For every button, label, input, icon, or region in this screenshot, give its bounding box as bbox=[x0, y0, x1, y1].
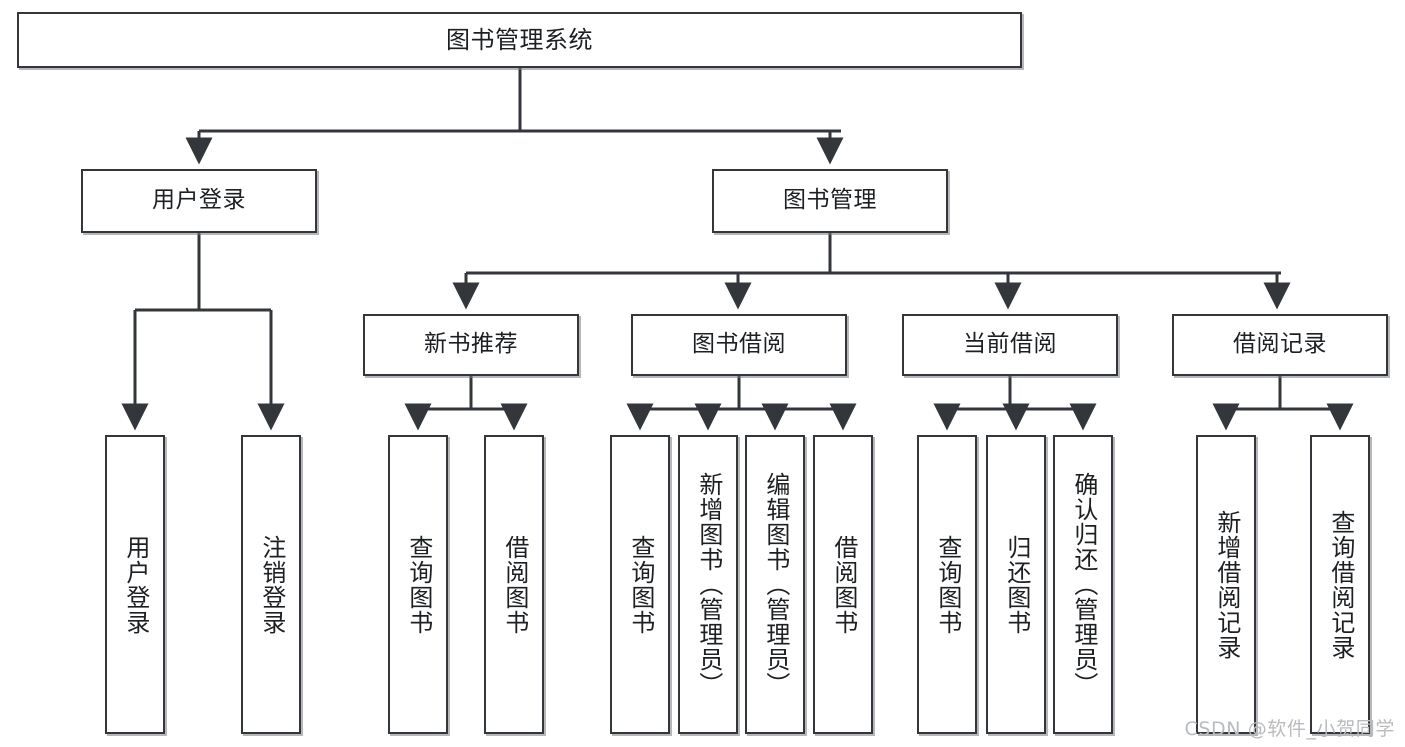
leaf-return-book[interactable]: 归还图书 bbox=[986, 435, 1046, 734]
node-label: 注销登录 bbox=[257, 534, 286, 635]
node-label: 图书借阅 bbox=[692, 331, 786, 358]
csdn-watermark: CSDN @软件_小贺同学 bbox=[1184, 718, 1395, 740]
node-user-login[interactable]: 用户登录 bbox=[81, 169, 317, 233]
node-new-book-rec[interactable]: 新书推荐 bbox=[363, 314, 579, 376]
leaf-query-book-2[interactable]: 查询图书 bbox=[610, 435, 670, 734]
node-book-manage[interactable]: 图书管理 bbox=[712, 169, 948, 233]
node-label: 借阅图书 bbox=[500, 534, 529, 635]
node-book-borrow[interactable]: 图书借阅 bbox=[631, 314, 847, 376]
node-label: 新增借阅记录 bbox=[1212, 509, 1241, 660]
node-label: 查询图书 bbox=[404, 534, 433, 635]
leaf-user-login[interactable]: 用户登录 bbox=[105, 435, 165, 734]
node-root[interactable]: 图书管理系统 bbox=[17, 12, 1022, 68]
leaf-borrow-book-2[interactable]: 借阅图书 bbox=[813, 435, 873, 734]
leaf-user-logout[interactable]: 注销登录 bbox=[241, 435, 301, 734]
node-label: 当前借阅 bbox=[963, 331, 1057, 358]
node-label: 查询图书 bbox=[933, 534, 962, 635]
node-label: 借阅记录 bbox=[1233, 331, 1327, 358]
leaf-query-book-1[interactable]: 查询图书 bbox=[388, 435, 448, 734]
node-label: 查询图书 bbox=[626, 534, 655, 635]
node-label: 编辑图书（管理员） bbox=[761, 472, 790, 697]
leaf-borrow-book-1[interactable]: 借阅图书 bbox=[484, 435, 544, 734]
node-label: 图书管理系统 bbox=[446, 25, 593, 54]
leaf-add-record[interactable]: 新增借阅记录 bbox=[1196, 435, 1256, 734]
node-label: 用户登录 bbox=[121, 534, 150, 635]
node-borrow-record[interactable]: 借阅记录 bbox=[1172, 314, 1388, 376]
node-label: 新书推荐 bbox=[424, 331, 518, 358]
node-label: 归还图书 bbox=[1002, 534, 1031, 635]
node-label: 用户登录 bbox=[152, 187, 246, 214]
leaf-query-record[interactable]: 查询借阅记录 bbox=[1310, 435, 1370, 734]
node-label: 图书管理 bbox=[783, 187, 877, 214]
leaf-edit-book[interactable]: 编辑图书（管理员） bbox=[745, 435, 805, 734]
leaf-query-book-3[interactable]: 查询图书 bbox=[917, 435, 977, 734]
node-label: 确认归还（管理员） bbox=[1069, 472, 1098, 697]
leaf-confirm-return[interactable]: 确认归还（管理员） bbox=[1053, 435, 1113, 734]
node-label: 借阅图书 bbox=[829, 534, 858, 635]
node-label: 查询借阅记录 bbox=[1326, 509, 1355, 660]
leaf-add-book[interactable]: 新增图书（管理员） bbox=[678, 435, 738, 734]
node-current-borrow[interactable]: 当前借阅 bbox=[902, 314, 1118, 376]
node-label: 新增图书（管理员） bbox=[694, 472, 723, 697]
